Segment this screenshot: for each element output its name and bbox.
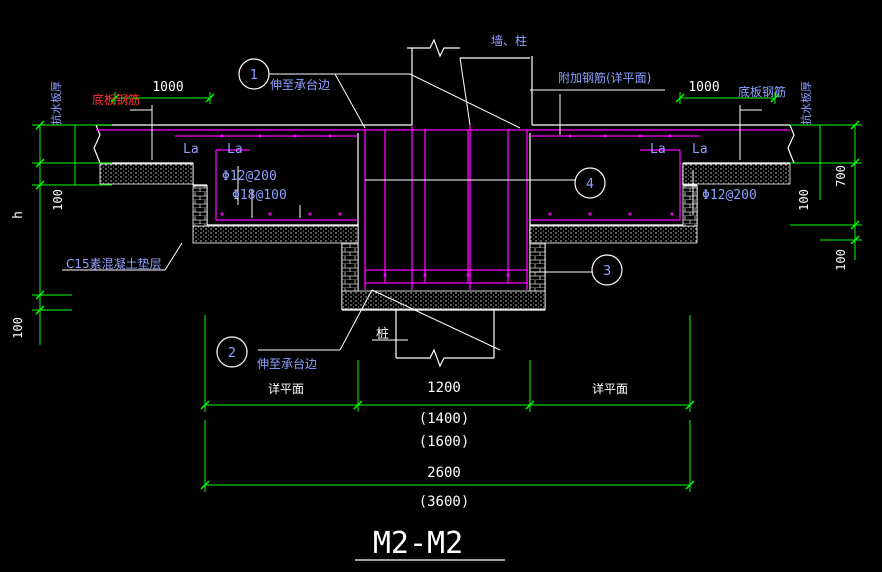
label-wall-column: 墙、柱 [491, 33, 527, 48]
dim-100-left-1: 100 [51, 189, 65, 211]
dim-h: h [11, 211, 26, 219]
label-extra-rebar: 附加钢筋(详平面) [558, 70, 651, 85]
callout-1: 1 [250, 68, 258, 83]
callout-2: 2 [228, 346, 236, 361]
label-extend-edge-2: 伸至承台边 [257, 356, 317, 371]
callout-3: 3 [603, 264, 611, 279]
label-bottom-rebar-left: 底板钢筋 [92, 92, 140, 107]
label-la-1: La [183, 142, 199, 157]
dim-1000-left: 1000 [152, 80, 183, 95]
label-cushion: C15素混凝土垫层 [66, 256, 162, 271]
brick-forms [192, 185, 698, 292]
label-la-3: La [650, 142, 666, 157]
dim-3600: (3600) [419, 494, 470, 510]
label-rebar-b: Φ18@100 [232, 188, 287, 203]
label-la-2: La [227, 142, 243, 157]
label-thickness-right: 抗水板厚 [799, 81, 813, 125]
label-extend-edge-1: 伸至承台边 [270, 77, 330, 92]
drawing-text: 1 2 3 4 墙、柱 伸至承台边 伸至承台边 附加钢筋(详平面) 底板钢筋 底… [11, 33, 848, 561]
rebar-dots [220, 134, 674, 277]
label-la-4: La [692, 142, 708, 157]
label-see-plan-right: 详平面 [592, 381, 628, 396]
callout-4: 4 [586, 177, 594, 192]
dim-100-right-2: 100 [834, 249, 848, 271]
label-rebar-c: Φ12@200 [702, 188, 757, 203]
dim-1600: (1600) [419, 434, 470, 450]
dim-1400: (1400) [419, 411, 470, 427]
label-bottom-rebar-right: 底板钢筋 [738, 84, 786, 99]
dim-100-left-2: 100 [11, 317, 25, 339]
rebar [96, 125, 790, 290]
dim-1000-right: 1000 [688, 80, 719, 95]
drawing-title: M2-M2 [373, 526, 463, 561]
dim-700: 700 [834, 165, 848, 187]
dim-2600: 2600 [427, 465, 461, 481]
callout-circles [216, 58, 623, 368]
cushion-layers [99, 163, 791, 310]
label-see-plan-left: 详平面 [268, 381, 304, 396]
dim-1200: 1200 [427, 380, 461, 396]
dim-100-right-1: 100 [797, 189, 811, 211]
leader-lines [62, 57, 762, 351]
label-thickness-left: 抗水板厚 [49, 81, 63, 125]
label-rebar-a: Φ12@200 [222, 169, 277, 184]
label-pile: 桩 [376, 327, 389, 342]
dimension-ticks [35, 93, 860, 490]
